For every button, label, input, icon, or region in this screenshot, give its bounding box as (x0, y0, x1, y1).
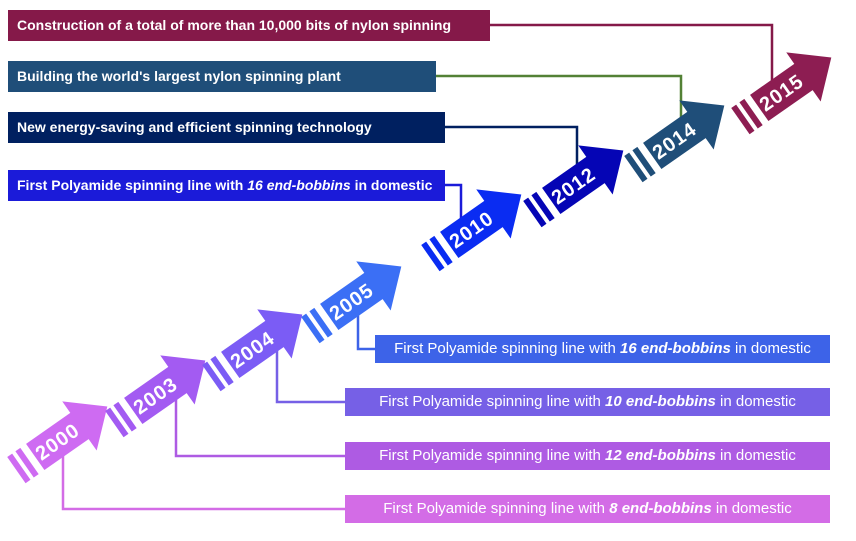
arrow-stripe (531, 191, 555, 222)
arrow-body (643, 100, 725, 170)
arrow-stripe (7, 453, 31, 484)
connector-bottom-2005 (356, 305, 375, 351)
label-16-bobbins-top: First Polyamide spinning line with 16 en… (8, 170, 445, 201)
timeline-arrow-2015: 2015 (731, 52, 832, 135)
arrow-stripe (624, 152, 648, 183)
label-text-emphasis: 8 end-bobbins (609, 500, 712, 517)
arrow-stripe (210, 355, 234, 386)
arrow-stripe (731, 104, 755, 135)
arrow-stripe (523, 197, 547, 228)
label-text-prefix: First Polyamide spinning line with (383, 500, 610, 517)
label-text-prefix: First Polyamide spinning line with (17, 177, 248, 193)
arrow-stripe (113, 401, 137, 432)
arrow-body (750, 52, 832, 122)
label-largest-plant: Building the world's largest nylon spinn… (8, 61, 436, 92)
arrow-stripe (429, 235, 453, 266)
timeline-arrow-2003: 2003 (105, 355, 206, 438)
arrow-stripe (301, 313, 325, 344)
arrow-stripe (632, 146, 656, 177)
connector-bottom-2004 (275, 340, 345, 404)
label-10-bobbins: First Polyamide spinning line with 10 en… (345, 388, 830, 416)
label-energy-saving: New energy-saving and efficient spinning… (8, 112, 445, 143)
label-text-suffix: in domestic (730, 340, 811, 357)
label-text-prefix: First Polyamide spinning line with (379, 393, 606, 410)
arrow-stripe (739, 98, 763, 129)
label-text-emphasis: 12 end-bobbins (605, 447, 716, 464)
arrow-stripe (202, 361, 226, 392)
label-8-bobbins: First Polyamide spinning line with 8 end… (345, 495, 830, 523)
arrow-body (320, 261, 402, 331)
label-nylon-spinning-10000: Construction of a total of more than 10,… (8, 10, 490, 41)
timeline-arrow-2004: 2004 (202, 309, 303, 392)
timeline-arrow-2014: 2014 (624, 100, 725, 183)
arrow-body (124, 355, 206, 425)
connector-top-2012 (445, 125, 579, 185)
arrow-body (221, 309, 303, 379)
connector-bottom-2003 (174, 390, 345, 458)
label-text-suffix: in domestic (715, 447, 796, 464)
arrow-stripe (105, 407, 129, 438)
label-text-emphasis: 16 end-bobbins (620, 340, 731, 357)
connector-bottom-2000 (61, 448, 345, 511)
label-text-emphasis: 16 end-bobbins (247, 177, 351, 193)
label-text-prefix: First Polyamide spinning line with (394, 340, 621, 357)
arrow-stripe (421, 241, 445, 272)
timeline-arrow-2005: 2005 (301, 261, 402, 344)
arrow-body (440, 189, 522, 259)
label-16-bobbins-bottom: First Polyamide spinning line with 16 en… (375, 335, 830, 363)
label-12-bobbins: First Polyamide spinning line with 12 en… (345, 442, 830, 470)
arrow-stripe (15, 447, 39, 478)
connector-top-2014 (436, 74, 683, 140)
label-text-suffix: in domestic (711, 500, 792, 517)
label-text-suffix: in domestic (350, 177, 433, 193)
connector-top-2015 (490, 23, 774, 95)
arrow-stripe (309, 307, 333, 338)
label-text-suffix: in domestic (715, 393, 796, 410)
arrow-body (542, 145, 624, 215)
connector-lines (61, 23, 774, 511)
label-text-emphasis: 10 end-bobbins (605, 393, 716, 410)
arrow-body (26, 401, 108, 471)
label-text-prefix: First Polyamide spinning line with (379, 447, 606, 464)
